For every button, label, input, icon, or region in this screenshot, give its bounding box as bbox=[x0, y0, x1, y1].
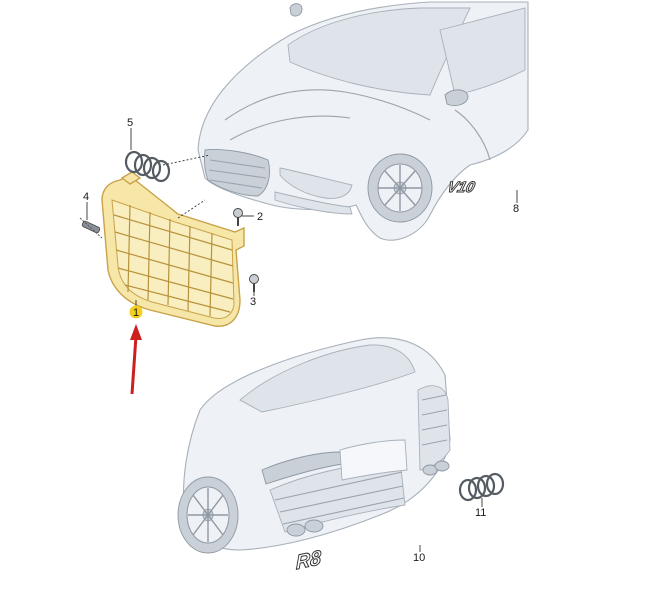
front-car-body bbox=[197, 1, 529, 241]
callout-1-marker: 1 bbox=[129, 305, 143, 319]
front-car-grille-slats bbox=[208, 159, 267, 189]
rear-car-illustration bbox=[177, 337, 451, 554]
front-car-wheel bbox=[367, 153, 433, 223]
rear-car-vent-slats bbox=[421, 394, 448, 446]
front-car-grille bbox=[204, 149, 270, 197]
screw-part-top bbox=[233, 208, 243, 226]
callout-2: 2 bbox=[257, 211, 263, 223]
v10-badge-text: V10 bbox=[446, 179, 478, 196]
r8-badge: R8 bbox=[295, 546, 322, 575]
rear-car-exhausts bbox=[286, 460, 450, 537]
front-car-windshield bbox=[287, 7, 471, 96]
front-car-door-line bbox=[454, 109, 491, 161]
grille-bars bbox=[113, 204, 234, 317]
front-car-mirror bbox=[444, 89, 469, 107]
front-car-headlight bbox=[279, 167, 353, 199]
callout-4: 4 bbox=[83, 191, 89, 203]
front-car-lower-intake bbox=[274, 191, 353, 215]
callout-3: 3 bbox=[250, 296, 256, 308]
front-car-hood-line bbox=[229, 115, 351, 141]
front-car-top-mirror bbox=[289, 3, 303, 17]
callout-11: 11 bbox=[475, 507, 486, 519]
rings-badge-rear bbox=[458, 472, 505, 502]
callout-leaders bbox=[86, 128, 518, 552]
clip-part bbox=[79, 217, 103, 239]
front-car-illustration bbox=[197, 1, 529, 241]
callout-10: 10 bbox=[413, 552, 425, 564]
grille-mount-tab bbox=[120, 171, 142, 185]
grille-part bbox=[101, 171, 245, 327]
callout-8: 8 bbox=[513, 203, 519, 215]
callout-1: 1 bbox=[133, 307, 139, 319]
grille-inner-area bbox=[111, 199, 235, 319]
front-car-hood-line bbox=[224, 89, 431, 121]
rear-car-engine-cover bbox=[239, 344, 416, 413]
red-indicator-arrow bbox=[130, 324, 142, 395]
rear-car-grille-slats bbox=[274, 471, 405, 525]
leader-grille-dashed bbox=[177, 199, 206, 219]
screw-part-bottom bbox=[249, 274, 259, 292]
v10-badge: V10 bbox=[445, 179, 478, 197]
rear-car-plate-area bbox=[339, 439, 408, 481]
r8-badge-text: R8 bbox=[296, 547, 322, 575]
rings-badge-front bbox=[124, 150, 171, 183]
rear-car-wheel bbox=[177, 476, 239, 554]
leader-5-dashed bbox=[162, 154, 211, 166]
callout-5: 5 bbox=[127, 117, 133, 129]
